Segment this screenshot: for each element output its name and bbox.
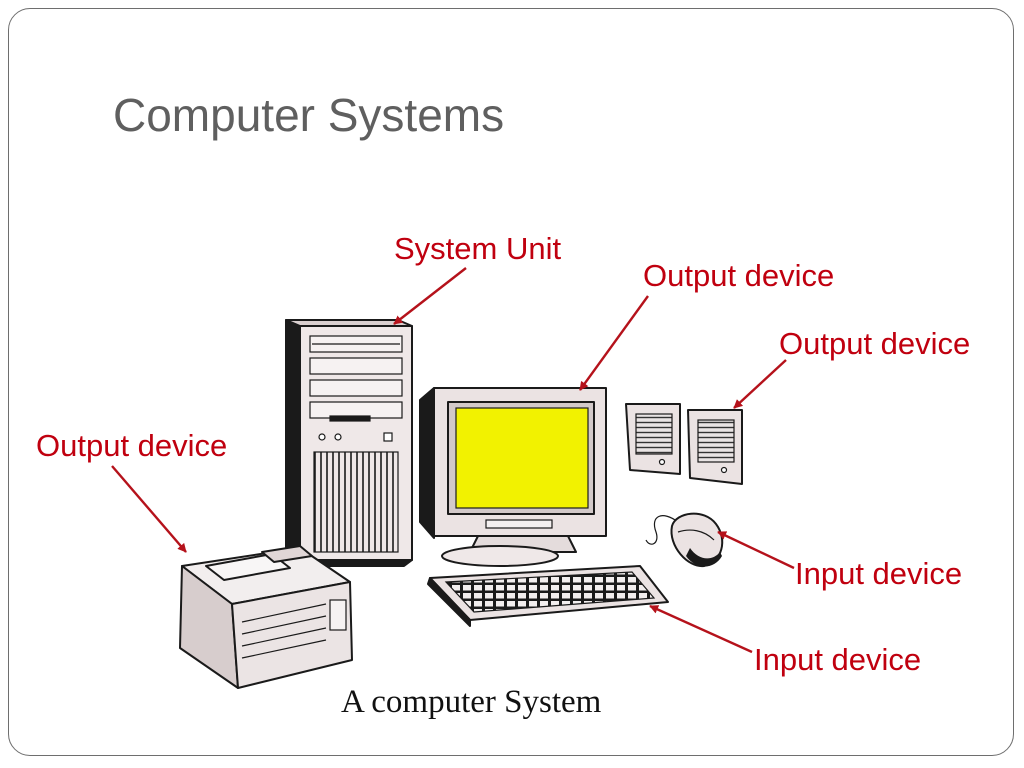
mouse (646, 514, 722, 567)
label-output-device-speakers: Output device (779, 326, 970, 361)
arrow-speakers (734, 360, 786, 408)
keyboard (428, 566, 668, 626)
printer (180, 546, 352, 688)
speakers (626, 404, 742, 484)
label-input-device-mouse: Input device (795, 556, 962, 591)
label-system-unit: System Unit (394, 231, 561, 266)
label-output-device-printer: Output device (36, 428, 227, 463)
label-output-device-monitor: Output device (643, 258, 834, 293)
arrow-mouse (718, 532, 794, 568)
diagram-caption: A computer System (341, 684, 602, 720)
monitor (420, 388, 606, 566)
arrow-printer (112, 466, 186, 552)
system-unit (286, 320, 412, 566)
arrow-system-unit (394, 268, 466, 324)
arrow-monitor (580, 296, 648, 390)
label-input-device-keyboard: Input device (754, 642, 921, 677)
arrow-keyboard (650, 606, 752, 652)
